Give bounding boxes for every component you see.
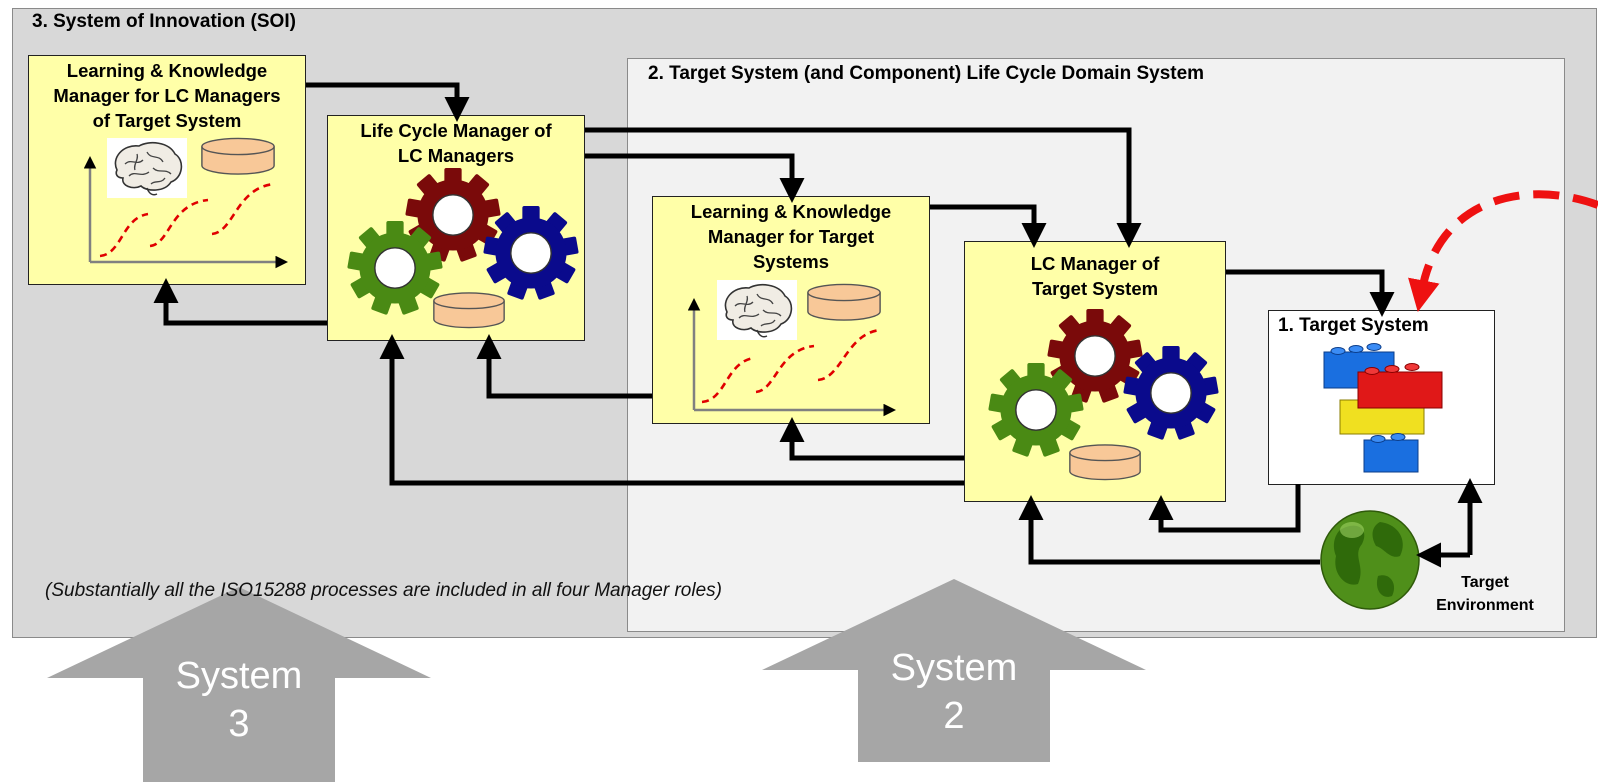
iso-note: (Substantially all the ISO15288 processe… — [45, 580, 722, 601]
green-gear-icon — [347, 220, 443, 316]
feedback-arrow — [1408, 190, 1598, 313]
globe-icon — [1320, 510, 1420, 610]
brain-icon — [106, 138, 188, 198]
blue-gear-icon — [483, 205, 579, 301]
database-icon — [433, 292, 505, 329]
system-3-arrow — [47, 587, 431, 782]
system-3-label: System 3 — [175, 655, 303, 745]
database-icon — [807, 283, 881, 321]
lk-manager-lc-managers-title: Learning & Knowledge Manager for LC Mana… — [53, 60, 281, 131]
target-system-title: 1. Target System — [1278, 315, 1429, 336]
database-icon — [201, 137, 275, 175]
system-2-label: System 2 — [890, 647, 1018, 737]
connector-arrows — [153, 82, 1483, 568]
brain-icon — [716, 280, 798, 340]
target-environment-label: Target Environment — [1436, 574, 1534, 614]
system-2-arrow — [762, 579, 1146, 762]
green-gear-icon — [988, 362, 1084, 458]
learning-curve-chart — [83, 155, 289, 269]
lc-manager-target-system-title: LC Manager of Target System — [1030, 253, 1160, 299]
learning-curve-chart — [687, 297, 897, 417]
domain-title: 2. Target System (and Component) Life Cy… — [648, 63, 1205, 84]
soi-title: 3. System of Innovation (SOI) — [32, 11, 296, 32]
database-icon — [1069, 444, 1141, 481]
blue-gear-icon — [1123, 345, 1219, 441]
lc-manager-of-lc-managers-title: Life Cycle Manager of LC Managers — [360, 120, 552, 166]
lk-manager-target-systems-title: Learning & Knowledge Manager for Target … — [690, 201, 892, 272]
lego-bricks-icon — [1323, 343, 1443, 473]
